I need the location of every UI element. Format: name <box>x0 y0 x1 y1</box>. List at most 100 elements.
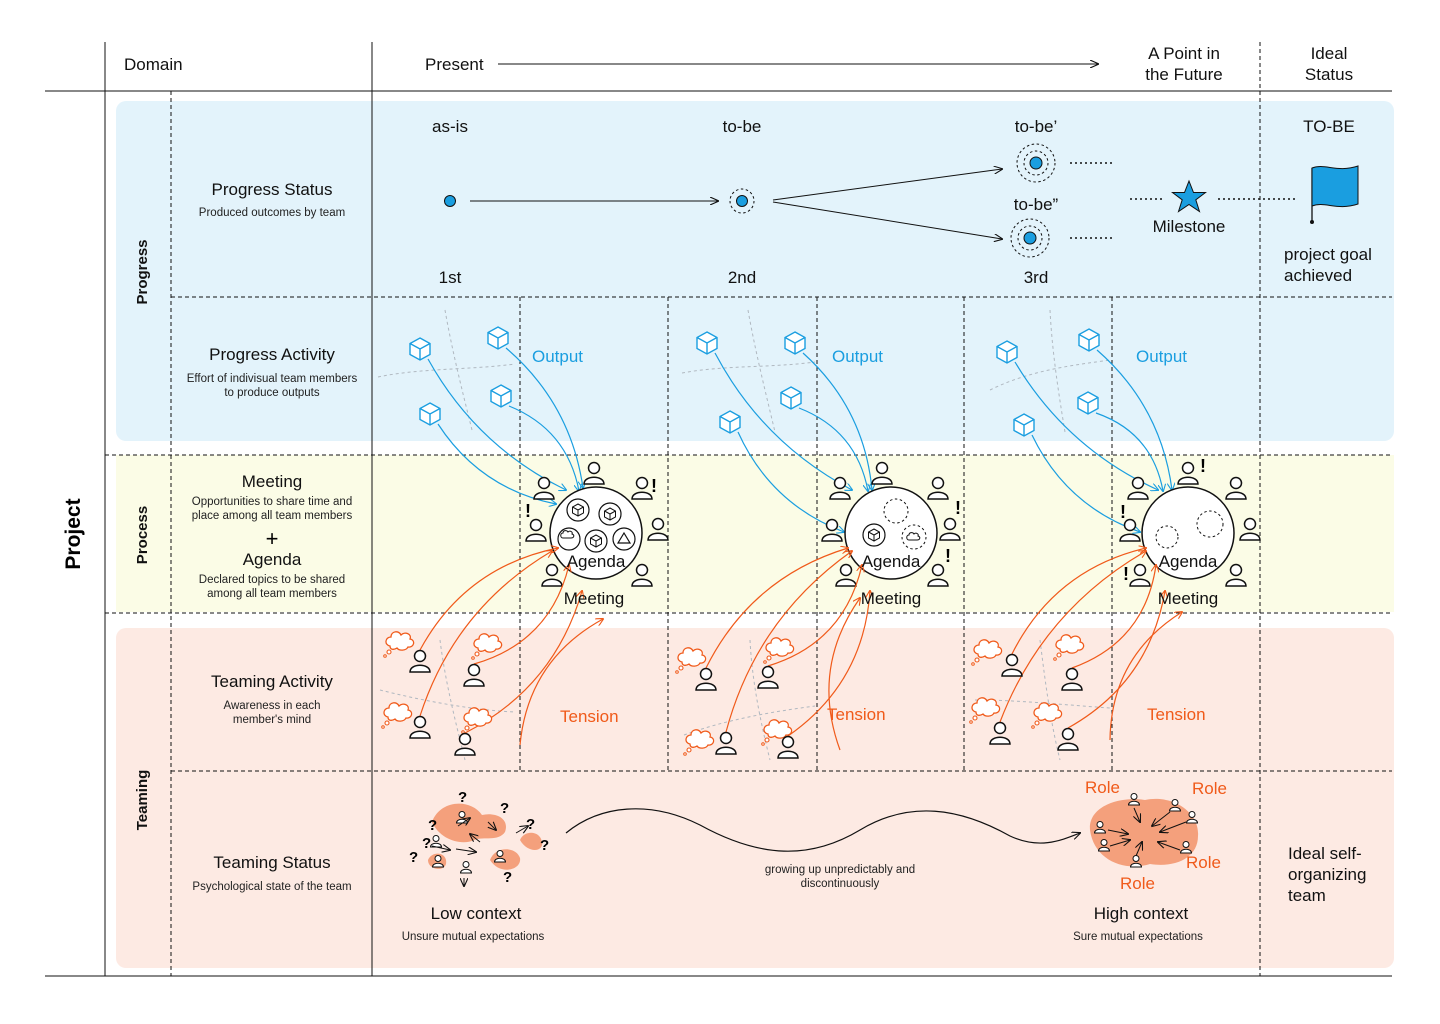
label-high-context: High context <box>1094 904 1189 923</box>
tension-arrow-3-2 <box>1071 565 1156 669</box>
label-ideal-1: Ideal self- <box>1288 844 1362 863</box>
label-to-be: to-be <box>723 117 762 136</box>
low-context-arrow-1 <box>431 846 450 850</box>
row-teaming-activity-title: Teaming Activity <box>211 672 333 691</box>
header-domain: Domain <box>124 55 183 74</box>
label-step-3: 3rd <box>1024 268 1049 287</box>
meeting-circle-3 <box>1141 486 1235 580</box>
row-agenda-desc2: among all team members <box>207 588 337 600</box>
cube-icon <box>487 326 509 350</box>
tension-arrow-1-1 <box>419 548 558 651</box>
label-role-3: Role <box>1186 853 1221 872</box>
label-to-be-prime: to-be’ <box>1015 117 1058 136</box>
tension-arrow-3-4 <box>1067 591 1165 729</box>
label-low-context: Low context <box>431 904 522 923</box>
row-teaming-status-desc: Psychological state of the team <box>192 881 351 893</box>
output-arrow-3-3 <box>1031 434 1140 532</box>
question-1: ? <box>458 789 467 806</box>
status-arrow-upper <box>772 169 1002 201</box>
row-progress-activity-desc2: to produce outputs <box>224 387 320 399</box>
high-context-arrow-2 <box>1152 811 1171 826</box>
label-agenda-2: Agenda <box>862 552 921 571</box>
agenda-cube-icon <box>868 528 880 542</box>
label-ideal-3: team <box>1288 886 1326 905</box>
cube-icon <box>490 384 512 408</box>
label-tension-1: Tension <box>560 707 619 726</box>
goal-flag-icon <box>1310 165 1359 224</box>
side-teaming: Teaming <box>134 770 151 831</box>
label-step-1: 1st <box>439 268 462 287</box>
row-progress-status-desc: Produced outcomes by team <box>199 207 345 219</box>
tension-arrow-3-3 <box>999 551 1146 723</box>
row-meeting-title: Meeting <box>242 472 302 491</box>
growth-wave-arrow <box>565 808 1080 852</box>
low-context-arrow-2 <box>457 818 470 827</box>
low-context-arrow-4 <box>515 826 528 833</box>
label-as-is: as-is <box>432 117 468 136</box>
label-meeting-3: Meeting <box>1158 589 1218 608</box>
cube-icon <box>780 386 802 410</box>
tension-arrow-2-2 <box>767 565 862 667</box>
milestone-star-icon <box>1171 179 1207 213</box>
tension-arrow-2-1 <box>705 548 848 669</box>
label-role-2: Role <box>1192 779 1227 798</box>
agenda-topic-5 <box>612 527 636 551</box>
row-teaming-activity-desc1: Awareness in each <box>224 700 321 712</box>
row-meeting-desc1: Opportunities to share time and <box>192 496 352 508</box>
activity-diagrams <box>381 326 1261 886</box>
cube-icon <box>1077 391 1099 415</box>
cube-icon <box>1078 328 1100 352</box>
meeting-circle-2 <box>844 486 938 580</box>
to-be-target-icon <box>729 188 755 214</box>
high-context-arrow-4 <box>1160 821 1187 832</box>
exclaim-3: ! <box>955 498 961 518</box>
exclaim-5: ! <box>1200 456 1206 476</box>
question-7: ? <box>409 849 418 866</box>
agenda-topic-cloud <box>901 524 927 550</box>
teaming-band <box>116 628 1394 968</box>
cube-icon <box>784 331 806 355</box>
row-agenda-desc1: Declared topics to be shared <box>199 574 345 586</box>
label-tension-2: Tension <box>827 705 886 724</box>
output-arrow-2-2 <box>802 352 872 490</box>
label-goal-2: achieved <box>1284 266 1352 285</box>
label-tension-3: Tension <box>1147 705 1206 724</box>
question-4: ? <box>526 816 535 833</box>
label-TO-BE: TO-BE <box>1303 117 1355 136</box>
exclaim-2: ! <box>525 501 531 521</box>
output-arrow-1-3 <box>437 423 556 504</box>
label-high-desc: Sure mutual expectations <box>1073 931 1203 943</box>
row-progress-activity-desc1: Effort of indivisual team members <box>187 373 358 385</box>
header-future-1: A Point in <box>1148 44 1220 63</box>
high-context-arrow-5 <box>1109 840 1130 847</box>
tension-arrow-1-2 <box>473 565 569 665</box>
status-arrow-lower <box>772 201 1002 239</box>
tension-arrow-1-5 <box>519 619 603 746</box>
agenda-empty-slot <box>1155 525 1179 549</box>
header-future-2: the Future <box>1145 65 1223 84</box>
label-growth-2: discontinuously <box>801 878 880 890</box>
row-teaming-activity-desc2: member's mind <box>233 714 311 726</box>
low-context-arrow-7 <box>488 822 496 830</box>
tension-arrow-3-5 <box>1109 612 1182 741</box>
label-milestone: Milestone <box>1153 217 1226 236</box>
row-teaming-status-title: Teaming Status <box>213 853 330 872</box>
agenda-triangle-icon <box>616 531 632 544</box>
agenda-cube-icon <box>604 507 616 521</box>
agenda-cloud-icon <box>906 532 921 541</box>
side-progress: Progress <box>134 239 151 304</box>
header-present: Present <box>425 55 484 74</box>
row-plus: + <box>266 526 279 551</box>
label-role-1: Role <box>1085 778 1120 797</box>
label-meeting-2: Meeting <box>861 589 921 608</box>
cube-icon <box>1013 413 1035 437</box>
label-output-2: Output <box>832 347 883 366</box>
cube-icon <box>696 331 718 355</box>
cube-icon <box>409 337 431 361</box>
row-meeting-desc2: place among all team members <box>192 510 353 522</box>
label-to-be-dprime: to-be” <box>1014 195 1059 214</box>
label-role-4: Role <box>1120 874 1155 893</box>
header-ideal-1: Ideal <box>1311 44 1348 63</box>
agenda-cube-icon <box>572 503 584 517</box>
